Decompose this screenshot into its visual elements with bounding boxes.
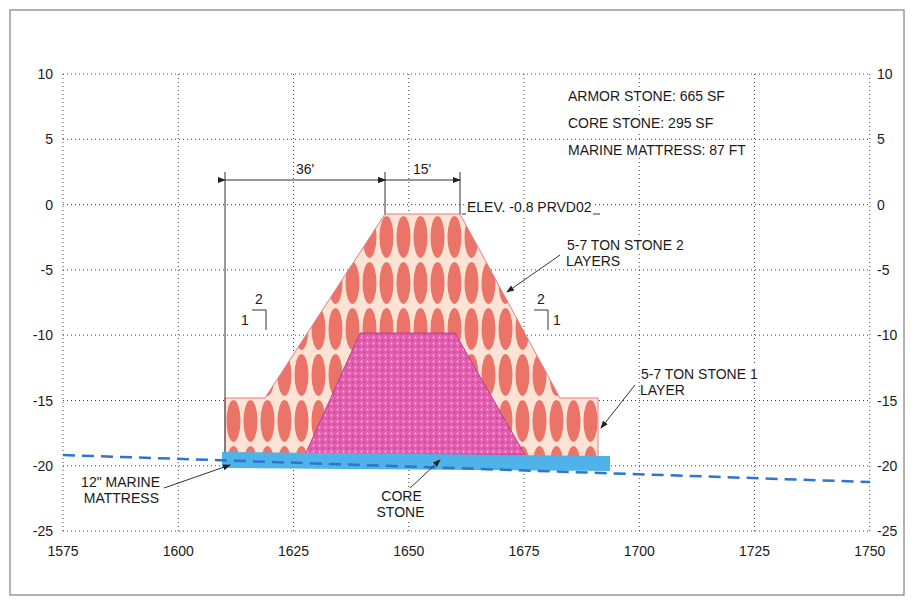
label-text: 1750 (853, 543, 886, 559)
label-text: MARINE MATTRESS: 87 FT (567, 142, 747, 158)
grid-line (754, 74, 755, 531)
axis-tick-label: -5 (40, 262, 54, 278)
slope-number: 1 (240, 312, 250, 328)
label-text: 15' (412, 161, 432, 177)
grid-line (63, 531, 870, 532)
label-text: 5-7 TON STONE 2 LAYERS (566, 237, 684, 269)
slope-number: 1 (552, 312, 562, 328)
axis-tick-label: 5 (44, 131, 54, 147)
label-text: 1 (552, 312, 562, 328)
axis-tick-label: 1575 (46, 543, 79, 559)
label-text: -10 (876, 327, 898, 343)
axis-tick-label: -15 (876, 393, 898, 409)
axis-tick-label: 1675 (507, 543, 540, 559)
axis-tick-label: 1600 (162, 543, 195, 559)
label-text: 10 (876, 66, 894, 82)
label-text: ELEV. -0.8 PRVD02 (466, 199, 593, 215)
label-text: -20 (32, 458, 54, 474)
label-text: -10 (32, 327, 54, 343)
grid-line (63, 74, 870, 75)
label-text: 1575 (46, 543, 79, 559)
label-text: 1 (240, 312, 250, 328)
axis-tick-label: 5 (876, 131, 886, 147)
axis-tick-label: 0 (876, 197, 886, 213)
label-text: 10 (36, 66, 54, 82)
axis-tick-label: 1725 (738, 543, 771, 559)
label-text: 0 (44, 197, 54, 213)
label-text: 36' (295, 161, 315, 177)
label-text: 2 (536, 291, 546, 307)
label-text: -5 (40, 262, 54, 278)
label-text: -20 (876, 458, 898, 474)
label-text: -25 (32, 523, 54, 539)
axis-tick-label: 10 (876, 66, 894, 82)
label-text: 1725 (738, 543, 771, 559)
quantity-note: CORE STONE: 295 SF (567, 115, 714, 131)
label-text: ARMOR STONE: 665 SF (567, 88, 726, 104)
label-text: 1675 (507, 543, 540, 559)
label-text: 12" MARINE MATTRESS (80, 474, 160, 506)
axis-tick-label: -10 (32, 327, 54, 343)
dimension-text: 15' (412, 161, 432, 177)
label-text: 5 (876, 131, 886, 147)
grid-line (869, 74, 870, 531)
axis-tick-label: 0 (44, 197, 54, 213)
label-text: 1700 (623, 543, 656, 559)
label-text: 0 (876, 197, 886, 213)
label-text: 1650 (392, 543, 425, 559)
axis-tick-label: 1750 (853, 543, 886, 559)
slope-number: 2 (536, 291, 546, 307)
quantity-note: MARINE MATTRESS: 87 FT (567, 142, 747, 158)
axis-tick-label: -10 (876, 327, 898, 343)
label-text: 5-7 TON STONE 1 LAYER (640, 366, 758, 398)
axis-tick-label: -5 (876, 262, 890, 278)
label-text: 1600 (162, 543, 195, 559)
label-text: -25 (876, 523, 898, 539)
grid-line (63, 139, 870, 140)
axis-tick-label: -20 (876, 458, 898, 474)
label-text: 5 (44, 131, 54, 147)
callout-text: CORE STONE (371, 488, 431, 520)
label-text: 2 (254, 291, 264, 307)
axis-tick-label: -25 (876, 523, 898, 539)
axis-tick-label: 1700 (623, 543, 656, 559)
axis-tick-label: -25 (32, 523, 54, 539)
callout-text: 12" MARINE MATTRESS (70, 474, 160, 506)
axis-tick-label: 1650 (392, 543, 425, 559)
callout-text: 5-7 TON STONE 2 LAYERS (566, 237, 736, 269)
axis-tick-label: 10 (36, 66, 54, 82)
slope-number: 2 (254, 291, 264, 307)
axis-tick-label: -15 (32, 393, 54, 409)
label-text: -15 (876, 393, 898, 409)
axis-tick-label: 1625 (277, 543, 310, 559)
label-text: CORE STONE: 295 SF (567, 115, 714, 131)
label-text: 1625 (277, 543, 310, 559)
quantity-note: ARMOR STONE: 665 SF (567, 88, 726, 104)
label-text: -15 (32, 393, 54, 409)
axis-tick-label: -20 (32, 458, 54, 474)
callout-text: 5-7 TON STONE 1 LAYER (640, 366, 800, 398)
grid-line (178, 74, 179, 531)
label-text: -5 (876, 262, 890, 278)
elevation-note: ELEV. -0.8 PRVD02 (466, 199, 593, 215)
dimension-text: 36' (295, 161, 315, 177)
label-text: CORE STONE (377, 488, 426, 520)
grid-line (63, 74, 64, 531)
